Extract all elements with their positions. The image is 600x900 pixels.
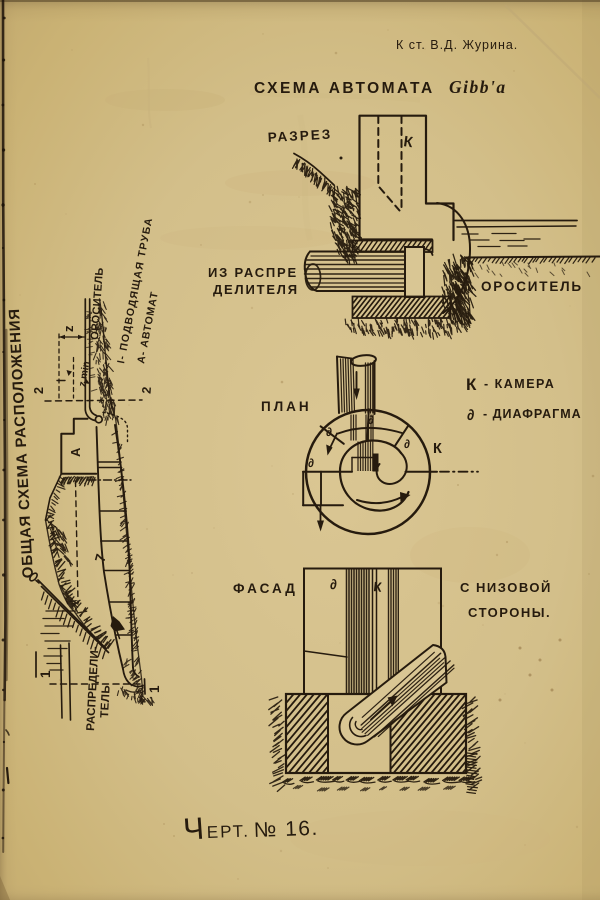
svg-text:К: К	[402, 133, 414, 151]
svg-text:z: z	[61, 325, 76, 332]
svg-text:Ч: Ч	[182, 811, 205, 847]
svg-text:№ 16.: № 16.	[253, 817, 319, 842]
svg-text:1: 1	[147, 685, 162, 693]
svg-text:А: А	[68, 447, 83, 457]
svg-text:1: 1	[38, 670, 53, 678]
svg-text:К: К	[466, 375, 477, 394]
svg-text:ЕРТ.: ЕРТ.	[206, 822, 250, 842]
svg-text:- КАМЕРА: - КАМЕРА	[484, 377, 555, 391]
svg-text:К ст. В.Д. Журина.: К ст. В.Д. Журина.	[396, 38, 518, 52]
svg-text:2: 2	[140, 386, 154, 394]
svg-text:∂: ∂	[404, 437, 410, 451]
svg-text:Gibb'a: Gibb'a	[449, 77, 507, 97]
svg-text:z min: z min	[77, 360, 92, 387]
svg-text:РАЗРЕЗ: РАЗРЕЗ	[267, 127, 332, 145]
svg-text:СТОРОНЫ.: СТОРОНЫ.	[468, 605, 551, 620]
svg-text:ФАСАД: ФАСАД	[233, 581, 298, 596]
svg-text:С НИЗОВОЙ: С НИЗОВОЙ	[460, 580, 552, 595]
svg-text:∂: ∂	[368, 413, 374, 427]
svg-text:∂: ∂	[326, 425, 332, 439]
svg-text:ИЗ РАСПРЕ: ИЗ РАСПРЕ	[208, 265, 298, 280]
svg-text:- ДИАФРАГМА: - ДИАФРАГМА	[483, 407, 582, 421]
svg-text:РАСПРЕДЕЛИ-: РАСПРЕДЕЛИ-	[85, 646, 101, 731]
svg-text:ДЕЛИТЕЛЯ: ДЕЛИТЕЛЯ	[213, 282, 299, 297]
svg-text:7: 7	[91, 552, 109, 564]
svg-text:ПЛАН: ПЛАН	[261, 399, 312, 414]
svg-text:К: К	[373, 579, 384, 595]
svg-text:СХЕМА АВТОМАТА: СХЕМА АВТОМАТА	[254, 80, 435, 97]
svg-text:ОРОСИТЕЛЬ: ОРОСИТЕЛЬ	[481, 279, 583, 294]
svg-text:К: К	[433, 441, 442, 457]
svg-text:ОРОСИТЕЛЬ: ОРОСИТЕЛЬ	[89, 267, 106, 340]
svg-text:ТЕЛЬ: ТЕЛЬ	[99, 685, 113, 719]
svg-text:2: 2	[32, 387, 46, 394]
svg-text:∂: ∂	[467, 407, 474, 424]
svg-text:∂: ∂	[330, 576, 337, 592]
svg-text:∂: ∂	[308, 456, 314, 470]
